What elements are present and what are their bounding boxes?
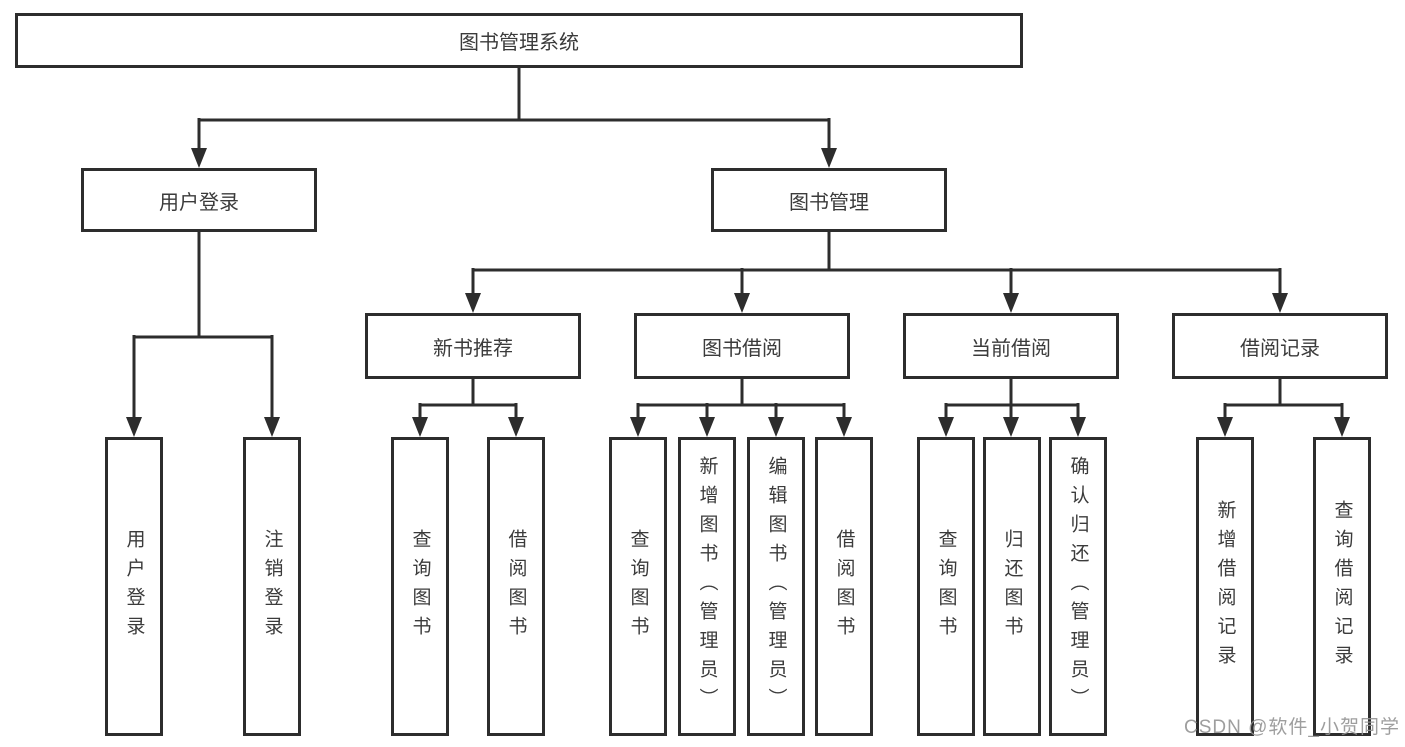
node-current-borrow: 当前借阅 xyxy=(903,313,1119,379)
leaf-query-book-current-label: 查询图书 xyxy=(935,528,957,645)
leaf-borrow-book-label: 借阅图书 xyxy=(833,528,855,645)
node-book-management: 图书管理 xyxy=(711,168,947,232)
leaf-edit-book-admin-label: 编辑图书（管理员） xyxy=(765,456,787,717)
arrowheads xyxy=(126,148,1350,437)
leaf-confirm-return-admin: 确认归还（管理员） xyxy=(1049,437,1107,736)
node-user-login: 用户登录 xyxy=(81,168,317,232)
node-new-book-recommend: 新书推荐 xyxy=(365,313,581,379)
node-new-book-recommend-label: 新书推荐 xyxy=(433,337,513,360)
leaf-query-book-recommend-label: 查询图书 xyxy=(409,528,431,645)
node-book-borrow: 图书借阅 xyxy=(634,313,850,379)
node-borrow-records-label: 借阅记录 xyxy=(1240,337,1320,360)
node-user-login-label: 用户登录 xyxy=(159,191,239,214)
node-book-management-label: 图书管理 xyxy=(789,191,869,214)
node-current-borrow-label: 当前借阅 xyxy=(971,337,1051,360)
leaf-add-book-admin: 新增图书（管理员） xyxy=(678,437,736,736)
csdn-watermark: CSDN @软件_小贺同学 xyxy=(1184,717,1400,738)
leaf-query-book-borrow: 查询图书 xyxy=(609,437,667,736)
node-borrow-records: 借阅记录 xyxy=(1172,313,1388,379)
leaf-query-borrow-record-label: 查询借阅记录 xyxy=(1331,499,1353,674)
node-root: 图书管理系统 xyxy=(15,13,1023,68)
leaf-borrow-book-recommend: 借阅图书 xyxy=(487,437,545,736)
leaf-logout-label: 注销登录 xyxy=(261,528,283,645)
node-root-label: 图书管理系统 xyxy=(459,32,579,54)
leaf-add-book-admin-label: 新增图书（管理员） xyxy=(696,456,718,717)
node-book-borrow-label: 图书借阅 xyxy=(702,337,782,360)
leaf-user-login-label: 用户登录 xyxy=(123,528,145,645)
leaf-logout: 注销登录 xyxy=(243,437,301,736)
leaf-return-book: 归还图书 xyxy=(983,437,1041,736)
leaf-add-borrow-record: 新增借阅记录 xyxy=(1196,437,1254,736)
leaf-return-book-label: 归还图书 xyxy=(1001,528,1023,645)
leaf-add-borrow-record-label: 新增借阅记录 xyxy=(1214,499,1236,674)
leaf-confirm-return-admin-label: 确认归还（管理员） xyxy=(1067,456,1089,717)
leaf-user-login: 用户登录 xyxy=(105,437,163,736)
leaf-query-book-recommend: 查询图书 xyxy=(391,437,449,736)
leaf-query-book-borrow-label: 查询图书 xyxy=(627,528,649,645)
leaf-edit-book-admin: 编辑图书（管理员） xyxy=(747,437,805,736)
leaf-borrow-book: 借阅图书 xyxy=(815,437,873,736)
leaf-borrow-book-recommend-label: 借阅图书 xyxy=(505,528,527,645)
leaf-query-borrow-record: 查询借阅记录 xyxy=(1313,437,1371,736)
leaf-query-book-current: 查询图书 xyxy=(917,437,975,736)
